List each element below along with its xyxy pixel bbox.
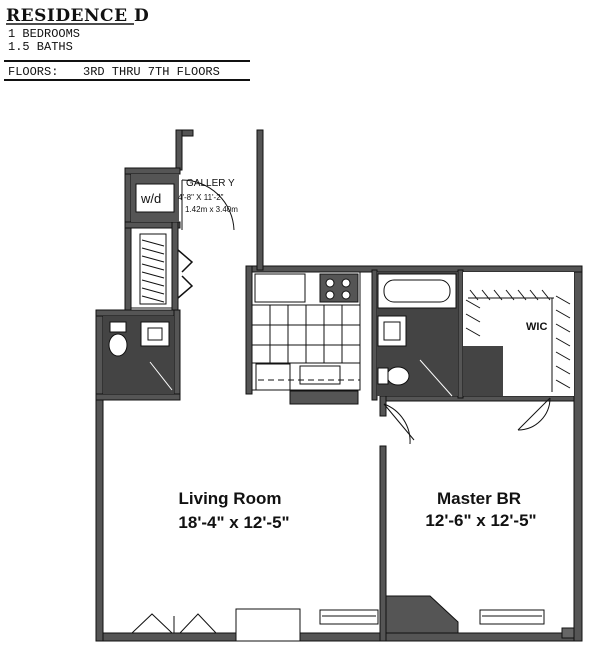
column-block bbox=[385, 595, 459, 634]
residence-title: RESIDENCE D bbox=[6, 6, 149, 26]
entry-closet bbox=[130, 227, 194, 309]
living-room-dims: 18'-4" x 12'-5" bbox=[178, 513, 289, 532]
living-room-name: Living Room bbox=[179, 489, 282, 508]
wd-label: w/d bbox=[140, 191, 161, 206]
dishwasher bbox=[255, 363, 291, 391]
range bbox=[319, 273, 359, 303]
kitchen-tile bbox=[252, 304, 360, 364]
kitchen bbox=[251, 271, 361, 405]
gallery-door-swing bbox=[181, 179, 235, 231]
wic-label: WIC bbox=[526, 321, 547, 333]
kitchen-sink bbox=[299, 365, 341, 385]
baths-text: 1.5 BATHS bbox=[8, 40, 73, 54]
powder-room bbox=[103, 316, 174, 394]
wic-door-swing bbox=[517, 397, 551, 431]
kitchen-counter bbox=[289, 390, 359, 405]
bedroom-door-swing bbox=[383, 403, 411, 445]
floors-label: FLOORS: bbox=[8, 65, 58, 79]
column-corner bbox=[561, 627, 575, 639]
master-br-name: Master BR bbox=[437, 489, 521, 508]
powder-toilet bbox=[108, 333, 128, 357]
exterior-walls bbox=[95, 129, 583, 642]
walk-in-closet: WIC bbox=[463, 272, 574, 431]
living-windows bbox=[131, 608, 379, 642]
master-bath bbox=[377, 272, 458, 397]
bedrooms-text: 1 BEDROOMS bbox=[8, 27, 80, 41]
bath-toilet bbox=[386, 366, 410, 386]
washer-dryer: w/d bbox=[131, 174, 179, 222]
gallery-metric: 1.42m x 3.40m bbox=[185, 205, 238, 214]
gallery-dims: 4'-8" X 11'-2" bbox=[178, 193, 224, 202]
floors-value: 3RD THRU 7TH FLOORS bbox=[83, 65, 220, 79]
master-br-dims: 12'-6" x 12'-5" bbox=[425, 511, 536, 530]
gallery-name: GALLER Y bbox=[186, 178, 235, 189]
master-windows bbox=[479, 609, 545, 625]
refrigerator bbox=[254, 273, 306, 303]
